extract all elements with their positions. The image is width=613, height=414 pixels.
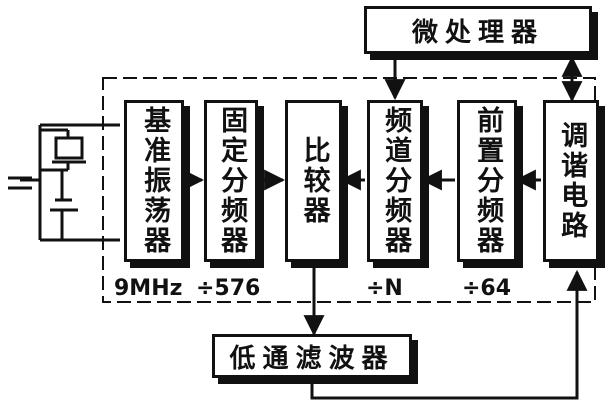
- fixed-divider-label: 固定分频器: [216, 106, 248, 256]
- reference-oscillator-block: 基准振荡器: [124, 100, 184, 262]
- tuning-circuit-label: 调谐电路: [556, 121, 588, 241]
- comparator-label: 比较器: [298, 136, 330, 226]
- variable-ratio-label: ÷N: [366, 276, 403, 301]
- frequency-divider-block: 频道分频器: [367, 100, 423, 262]
- fixed-ratio-label: ÷576: [196, 276, 261, 301]
- osc-frequency-label: 9MHz: [114, 276, 183, 301]
- low-pass-filter-block: 低通滤波器: [212, 334, 412, 378]
- microprocessor-block: 微处理器: [364, 6, 592, 54]
- comparator-block: 比较器: [285, 100, 342, 262]
- reference-oscillator-label: 基准振荡器: [139, 106, 171, 256]
- prescaler-block: 前置分频器: [457, 100, 517, 262]
- crystal-network: [8, 123, 120, 242]
- prescaler-label: 前置分频器: [472, 106, 504, 256]
- fixed-divider-block: 固定分频器: [204, 100, 258, 262]
- low-pass-filter-label: 低通滤波器: [229, 343, 395, 374]
- tuning-circuit-block: 调谐电路: [543, 100, 599, 262]
- microprocessor-label: 微处理器: [411, 17, 544, 48]
- frequency-divider-label: 频道分频器: [380, 106, 412, 256]
- prescaler-ratio-label: ÷64: [462, 276, 512, 301]
